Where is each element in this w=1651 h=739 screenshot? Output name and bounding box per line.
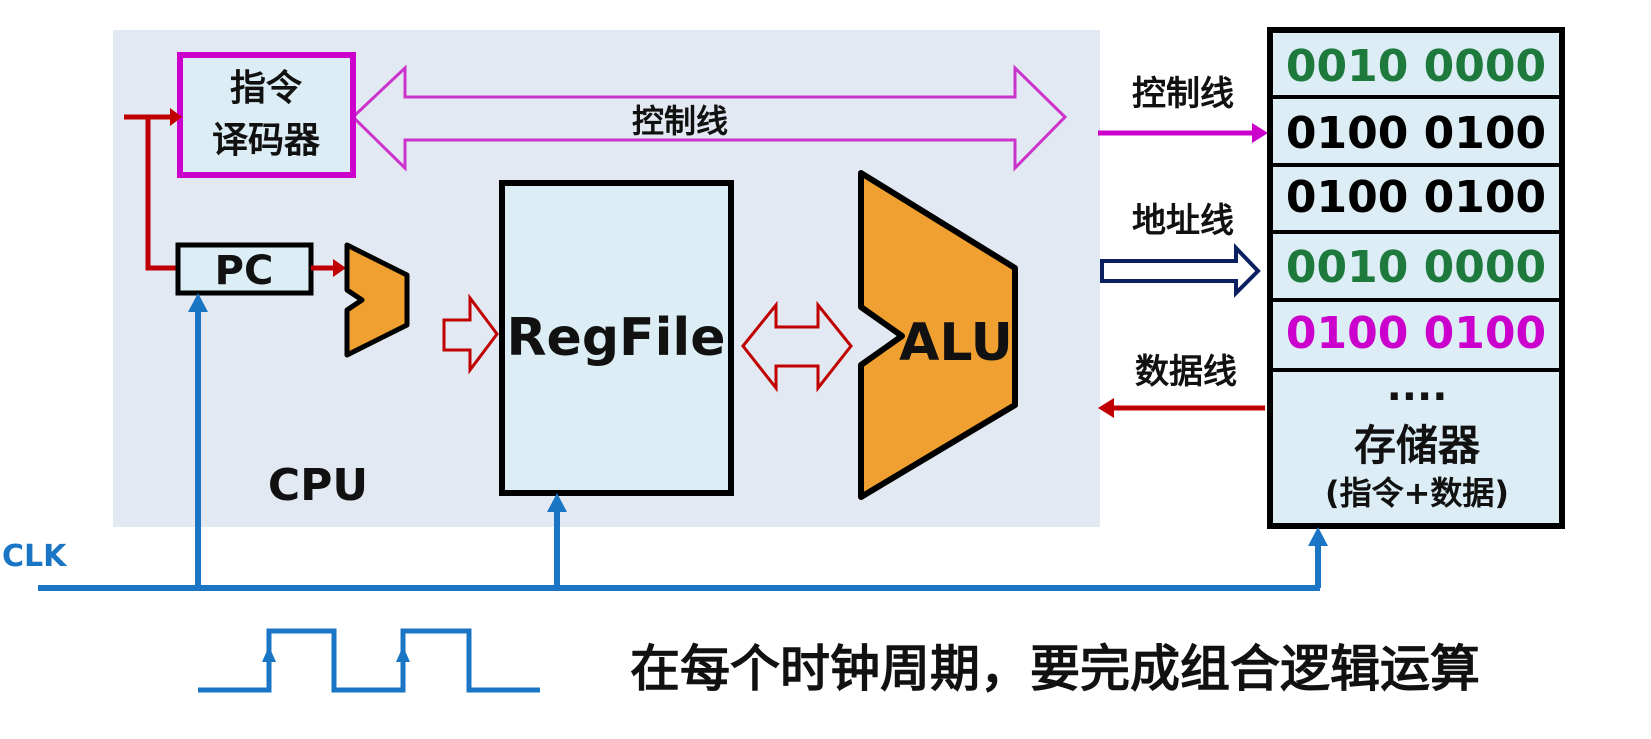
rising-edge-arrowhead-2 bbox=[396, 646, 410, 662]
rising-edge-arrowhead-1 bbox=[262, 646, 276, 662]
clock-waveform bbox=[198, 628, 540, 693]
memory-row-2: 0100 0100 bbox=[1286, 108, 1546, 159]
pc-label: PC bbox=[215, 248, 274, 294]
regfile bbox=[499, 180, 734, 496]
address-bus-label: 地址线 bbox=[1132, 201, 1234, 241]
clock-to-pc-arrowhead bbox=[188, 293, 208, 312]
memory-subtitle: (指令+数据) bbox=[1325, 474, 1509, 512]
alu-label: ALU bbox=[899, 313, 1013, 373]
regfile-label: RegFile bbox=[507, 308, 726, 368]
address-bus-arrow bbox=[1100, 243, 1261, 298]
memory-row-3: 0100 0100 bbox=[1286, 172, 1546, 223]
clock-network bbox=[38, 308, 1321, 591]
clock-to-memory-arrowhead bbox=[1308, 527, 1328, 546]
pc-adder bbox=[344, 242, 410, 358]
decoder-label-line2: 译码器 bbox=[212, 120, 321, 161]
decoder-label-line1: 指令 bbox=[230, 68, 303, 109]
internal-control-label: 控制线 bbox=[632, 102, 728, 140]
regfile-alu-arrow bbox=[741, 300, 853, 393]
clock-to-regfile-arrowhead bbox=[547, 493, 567, 512]
alu bbox=[858, 170, 1018, 500]
instruction-decoder bbox=[177, 52, 356, 178]
data-bus-arrowhead bbox=[1098, 398, 1114, 418]
memory bbox=[1267, 27, 1565, 529]
memory-row-5: 0100 0100 bbox=[1286, 308, 1546, 359]
memory-title: 存储器 bbox=[1354, 421, 1481, 470]
control-bus-arrowhead bbox=[1252, 123, 1268, 143]
memory-ellipsis: .... bbox=[1387, 364, 1448, 410]
clock-label: CLK bbox=[2, 539, 68, 574]
caption: 在每个时钟周期，要完成组合逻辑运算 bbox=[630, 640, 1480, 698]
to-regfile-arrow bbox=[442, 293, 499, 375]
decoder-input-arrowhead bbox=[170, 108, 182, 126]
pc-to-adder-arrowhead bbox=[333, 259, 346, 277]
pc-to-decoder-path bbox=[145, 114, 178, 271]
memory-row-4: 0010 0000 bbox=[1286, 242, 1546, 293]
memory-row-1: 0010 0000 bbox=[1286, 41, 1546, 92]
cpu-label: CPU bbox=[268, 460, 368, 511]
internal-control-bus-arrow bbox=[350, 64, 1068, 172]
control-bus-label: 控制线 bbox=[1132, 74, 1234, 114]
data-bus-label: 数据线 bbox=[1135, 352, 1237, 392]
